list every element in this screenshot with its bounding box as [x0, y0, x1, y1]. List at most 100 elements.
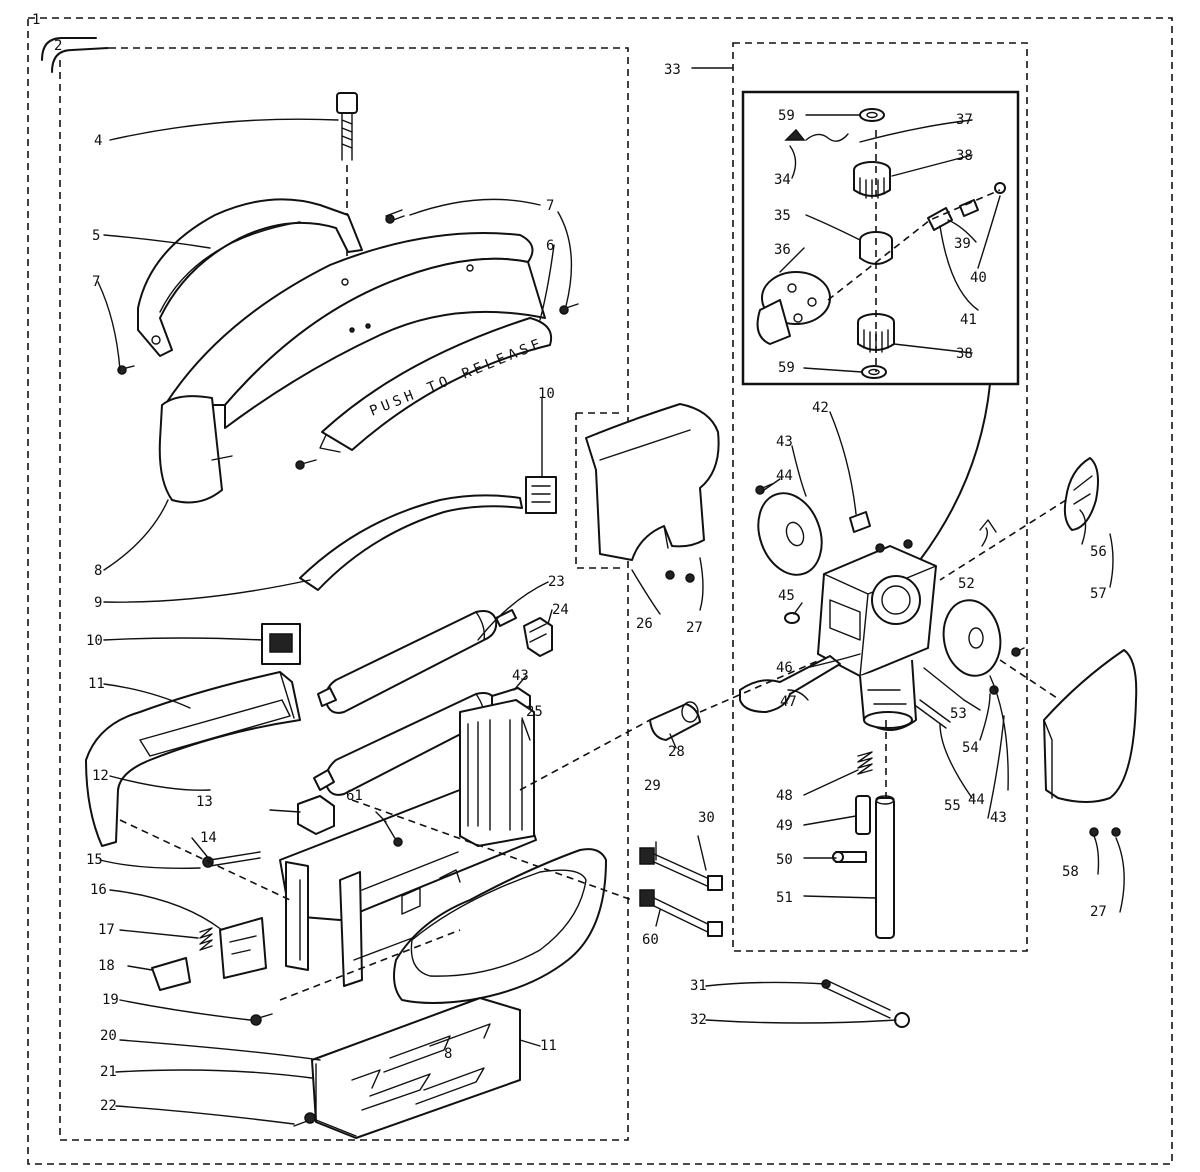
screw-part-19 — [250, 1013, 273, 1026]
callout-11b: 11 — [540, 1038, 557, 1054]
guide-line-4 — [279, 929, 461, 1001]
callout-38b: 38 — [956, 346, 973, 362]
screw-part-22 — [293, 1112, 316, 1127]
base-plate-part-21 — [311, 997, 521, 1139]
latch-part-42 — [849, 511, 871, 533]
roller-part-23 — [317, 609, 517, 714]
guide-line-2 — [519, 719, 651, 791]
callout-14: 14 — [200, 830, 217, 846]
disc-part-43-left — [757, 492, 823, 576]
outer-frame — [27, 17, 1173, 1165]
callout-53: 53 — [950, 706, 967, 722]
callout-34: 34 — [774, 172, 791, 188]
gear-inset-box — [741, 90, 1020, 386]
callout-46: 46 — [776, 660, 793, 676]
callout-56: 56 — [1090, 544, 1107, 560]
washer-part-59-top — [859, 108, 885, 122]
washer-part-32 — [894, 1012, 910, 1028]
pin-part-39 — [927, 199, 979, 231]
shroud-part-11 — [85, 671, 301, 847]
pin-part-55 — [915, 699, 951, 729]
callout-55: 55 — [944, 798, 961, 814]
gearbox-stem — [859, 659, 917, 731]
lever-part-47 — [739, 655, 841, 713]
callout-47: 47 — [780, 694, 797, 710]
callout-37: 37 — [956, 112, 973, 128]
callout-44b: 44 — [968, 792, 985, 808]
rod-part-51 — [875, 795, 895, 939]
callout-54: 54 — [962, 740, 979, 756]
bolt-part-60 — [639, 889, 723, 937]
cover-part-58 — [1043, 649, 1138, 837]
callout-45: 45 — [778, 588, 795, 604]
upper-handle-assembly: PUSH TO RELEASE — [158, 232, 552, 504]
guide-line-1 — [351, 799, 633, 901]
guide-line-5 — [999, 659, 1061, 701]
callout-61: 61 — [346, 788, 363, 804]
callout-58: 58 — [1062, 864, 1079, 880]
callout-5: 5 — [92, 228, 100, 244]
callout-49: 49 — [776, 818, 793, 834]
callout-27b: 27 — [1090, 904, 1107, 920]
inset-leader-curve — [919, 383, 991, 561]
chassis-frame — [279, 699, 537, 987]
housing-part-36 — [756, 271, 831, 345]
spring-part-48 — [857, 751, 873, 775]
callout-15: 15 — [86, 852, 103, 868]
bracket-part-16 — [219, 917, 267, 979]
bolt-part-30 — [639, 847, 723, 891]
callout-33: 33 — [664, 62, 681, 78]
callout-43b: 43 — [512, 668, 529, 684]
callout-30: 30 — [698, 810, 715, 826]
callout-13: 13 — [196, 794, 213, 810]
callout-42: 42 — [812, 400, 829, 416]
screw-part-7b — [559, 303, 579, 315]
gearbox-part-46 — [817, 539, 937, 677]
callout-16: 16 — [90, 882, 107, 898]
pin-part-14 — [202, 851, 261, 868]
callout-57: 57 — [1090, 586, 1107, 602]
cap-part-45 — [784, 612, 800, 624]
part-61-pin — [383, 819, 403, 847]
guide-line-6 — [119, 819, 291, 901]
callout-43a: 43 — [776, 434, 793, 450]
callout-20: 20 — [100, 1028, 117, 1044]
clip-part-13 — [297, 795, 335, 835]
wire-part-52 — [979, 519, 997, 533]
shaft-axis-pin — [827, 189, 1001, 301]
handle-bracket-part-5 — [137, 198, 363, 357]
callout-26: 26 — [636, 616, 653, 632]
callout-9: 9 — [94, 595, 102, 611]
pin-part-31 — [821, 979, 891, 1019]
gear-part-38-bottom — [857, 313, 895, 353]
callout-10b: 10 — [86, 633, 103, 649]
gear-part-38-top — [853, 161, 891, 199]
callout-labels: 1 2 4 5 6 7 7 8 8 9 10 10 11 11 12 13 14… — [32, 12, 1107, 1114]
callout-7b: 7 — [92, 274, 100, 290]
callout-2: 2 — [54, 38, 62, 54]
washer-part-59-bottom — [861, 365, 887, 379]
screw-near-8 — [295, 459, 317, 470]
callout-18: 18 — [98, 958, 115, 974]
spring-clip-part-37 — [805, 133, 849, 142]
callout-7a: 7 — [546, 198, 554, 214]
callout-59b: 59 — [778, 360, 795, 376]
switch-part-10-lower — [261, 623, 301, 665]
clip-part-34 — [784, 128, 806, 141]
callout-41: 41 — [960, 312, 977, 328]
left-assembly-frame — [59, 47, 629, 1141]
screw-part-44-right — [1011, 647, 1025, 657]
callout-35: 35 — [774, 208, 791, 224]
clip-part-24 — [523, 617, 553, 657]
callout-21: 21 — [100, 1064, 117, 1080]
callout-48: 48 — [776, 788, 793, 804]
callout-10a: 10 — [538, 386, 555, 402]
frame-2-corner-inner — [51, 47, 109, 73]
bumper-part-11-front — [393, 848, 607, 1004]
spring-part-17 — [199, 927, 213, 951]
screw-part-7a — [385, 209, 405, 224]
callout-32: 32 — [690, 1012, 707, 1028]
callout-36: 36 — [774, 242, 791, 258]
callout-22: 22 — [100, 1098, 117, 1114]
